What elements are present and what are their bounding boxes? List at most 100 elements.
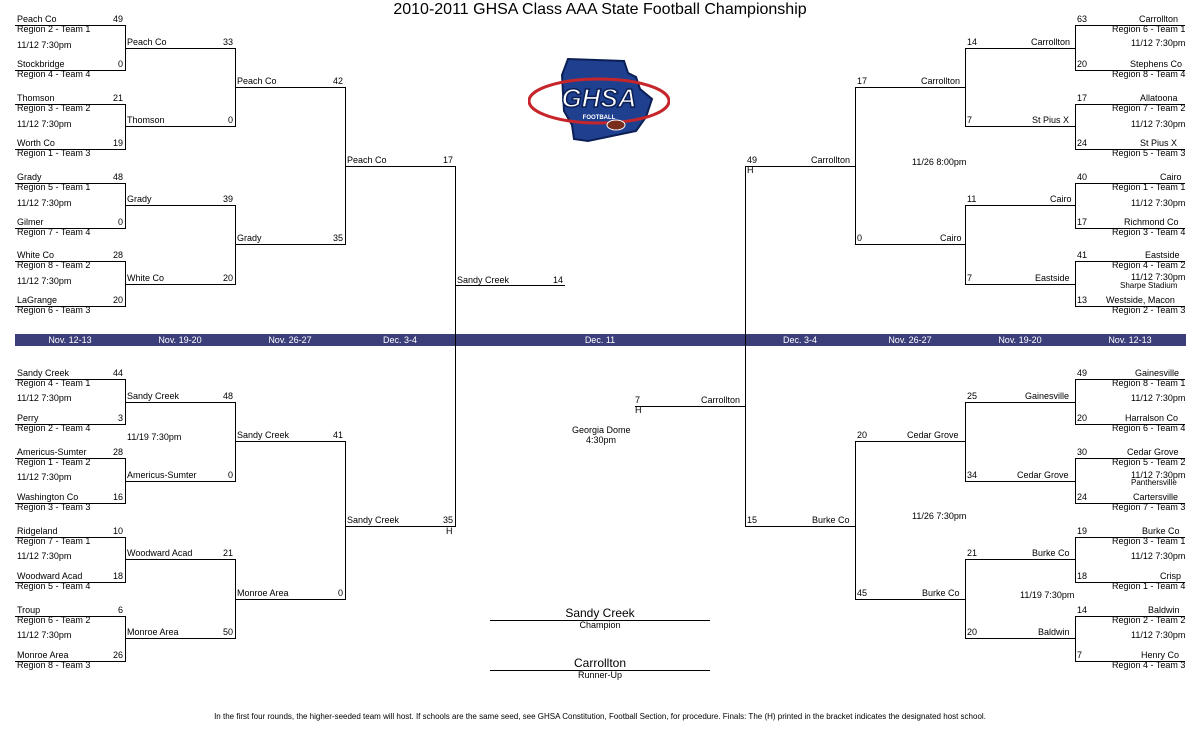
bracket-label: 39 [223,194,234,204]
bracket-label: Woodward Acad [17,571,83,581]
bracket-label: White Co [17,250,55,260]
bracket-line [1075,25,1076,71]
bracket-label: Sandy Creek [17,368,70,378]
bracket-line [345,87,346,245]
bracket-label: Burke Co [812,515,850,525]
bracket-line [855,244,965,245]
bracket-label: H [635,405,642,415]
bracket-label: Region 3 - Team 3 [17,502,91,512]
bracket-line [1075,104,1076,150]
bracket-line [455,166,456,527]
bracket-line [15,458,125,459]
bracket-label: Region 1 - Team 3 [17,148,91,158]
bracket-label: Henry Co [1141,650,1180,660]
round-date: Nov. 12-13 [1108,335,1152,345]
bracket-line [1075,261,1185,262]
bracket-label: 10 [113,526,124,536]
bracket-label: Region 6 - Team 2 [17,615,91,625]
bracket-label: Gilmer [17,217,44,227]
bracket-label: 14 [967,37,978,47]
bracket-label: Region 4 - Team 2 [1112,260,1186,270]
bracket-label: 7 [967,273,973,283]
round-date: Nov. 12-13 [48,335,92,345]
page-title: 2010-2011 GHSA Class AAA State Football … [393,1,807,18]
bracket-label: Cairo [1050,194,1072,204]
bracket-label: Region 7 - Team 2 [1112,103,1186,113]
bracket-label: 45 [857,588,868,598]
bracket-label: Region 4 - Team 1 [17,378,91,388]
bracket-label: Cairo [940,233,962,243]
bracket-line [15,503,125,504]
bracket-label: 11/12 7:30pm [17,393,72,403]
footnote: In the first four rounds, the higher-see… [214,712,986,721]
bracket-line [855,441,965,442]
bracket-label: 0 [228,470,234,480]
bracket-label: Peach Co [237,76,277,86]
bracket-label: 18 [1077,571,1088,581]
bracket-label: 30 [1077,447,1088,457]
bracket-line [635,406,745,407]
bracket-label: Peach Co [347,155,387,165]
bracket-label: 20 [967,627,978,637]
bracket-label: Region 8 - Team 3 [17,660,91,670]
bracket-line [1075,458,1076,504]
round-date: Nov. 19-20 [998,335,1042,345]
bracket-label: 11/12 7:30pm [17,276,72,286]
bracket-line [1075,379,1185,380]
bracket-label: Grady [17,172,42,182]
bracket-label: Region 2 - Team 3 [1112,305,1186,315]
bracket-line [345,526,455,527]
bracket-label: Harralson Co [1125,413,1179,423]
bracket-label: Eastside [1035,273,1070,283]
bracket-label: Cedar Grove [907,430,959,440]
bracket-label: 42 [333,76,344,86]
bracket-label: 20 [113,295,124,305]
bracket-line [965,205,966,285]
bracket-label: Grady [237,233,262,243]
bracket-label: Region 2 - Team 1 [17,24,91,34]
bracket-label: 7 [635,395,641,405]
bracket-label: 11/12 7:30pm [17,472,72,482]
bracket-label: 35 [443,515,454,525]
bracket-label: H [747,165,754,175]
bracket-line [345,441,346,600]
bracket-label: Region 7 - Team 3 [1112,502,1186,512]
bracket-line [125,458,126,504]
bracket-label: St Pius X [1032,115,1070,125]
bracket-label: St Pius X [1140,138,1178,148]
bracket-label: 44 [113,368,124,378]
bracket-label: 11/12 7:30pm [17,551,72,561]
bracket-line [15,537,125,538]
bracket-label: 17 [857,76,868,86]
bracket-label: 11/12 7:30pm [1131,119,1186,129]
bracket-label: Panthersville [1131,478,1177,487]
bracket-label: 16 [113,492,124,502]
bracket-line [125,104,126,150]
round-date: Dec. 3-4 [782,335,817,345]
bracket-line [1075,104,1185,105]
bracket-line [15,424,125,425]
bracket-label: 34 [967,470,978,480]
bracket-label: Region 4 - Team 4 [17,69,91,79]
bracket-label: 11/26 7:30pm [912,511,967,521]
ghsa-logo: GHSA FOOTBALL [528,57,670,143]
bracket-line [965,638,1075,639]
bracket-line [235,205,236,285]
bracket-label: Carrollton [1139,14,1179,24]
bracket-line [125,537,126,583]
bracket-line [15,582,125,583]
bracket-label: Grady [127,194,152,204]
bracket-label: Carrollton [701,395,741,405]
bracket-label: 26 [113,650,124,660]
bracket-label: Burke Co [922,588,960,598]
bracket-label: Georgia Dome [572,425,631,435]
bracket-line [855,599,965,600]
bracket-line [15,149,125,150]
bracket-line [745,526,855,527]
bracket-label: Cairo [1160,172,1182,182]
bracket-line [15,261,125,262]
bracket-label: 7 [967,115,973,125]
champion-name: Sandy Creek [565,606,635,620]
bracket-label: 15 [747,515,758,525]
bracket-label: White Co [127,273,165,283]
